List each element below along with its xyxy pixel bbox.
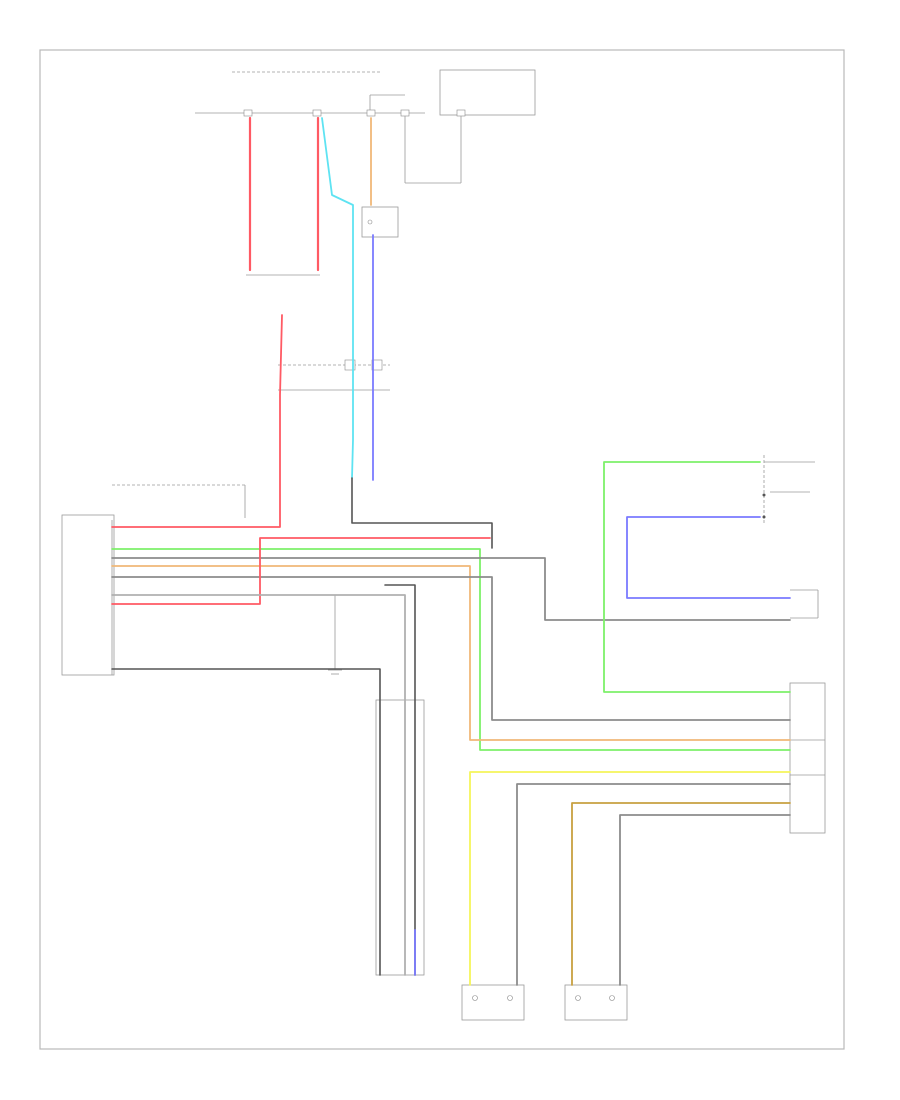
combination-switch bbox=[762, 455, 815, 525]
wire-gray-module-2 bbox=[111, 576, 791, 721]
wire-green-module bbox=[111, 548, 791, 751]
wire-olive-left bbox=[571, 802, 791, 986]
front-fuse-box bbox=[789, 682, 826, 834]
junction-connector-right bbox=[278, 364, 390, 391]
diagram-frame bbox=[39, 49, 845, 1050]
wire-yellow-right bbox=[469, 771, 791, 986]
wire-dark-trunk bbox=[351, 477, 493, 549]
top-connectors bbox=[195, 69, 536, 184]
steering-switch bbox=[361, 206, 399, 238]
ground-point bbox=[328, 595, 342, 675]
wires bbox=[111, 116, 791, 986]
wire-dark-module-bottom bbox=[111, 668, 381, 976]
rear-relay-block bbox=[790, 589, 819, 619]
main-control-module bbox=[61, 484, 246, 676]
wire-orange-module bbox=[111, 565, 791, 741]
right-door-module bbox=[461, 984, 525, 1021]
wire-gray-module-1 bbox=[111, 557, 791, 621]
wire-light-gray-run bbox=[111, 594, 406, 976]
left-door-module bbox=[564, 984, 628, 1021]
wire-green-loop bbox=[603, 461, 791, 693]
wire-red-module-bottom bbox=[111, 537, 491, 605]
wire-bottom-harness bbox=[384, 584, 416, 976]
wire-red-module-top bbox=[111, 314, 283, 528]
wire-gray-drop-left bbox=[619, 814, 791, 986]
rear-connector bbox=[375, 699, 425, 976]
junction-block bbox=[344, 359, 383, 371]
wire-blue-loop bbox=[626, 516, 791, 599]
wire-gray-drop-right bbox=[516, 783, 791, 986]
wire-cyan-main bbox=[321, 117, 354, 479]
